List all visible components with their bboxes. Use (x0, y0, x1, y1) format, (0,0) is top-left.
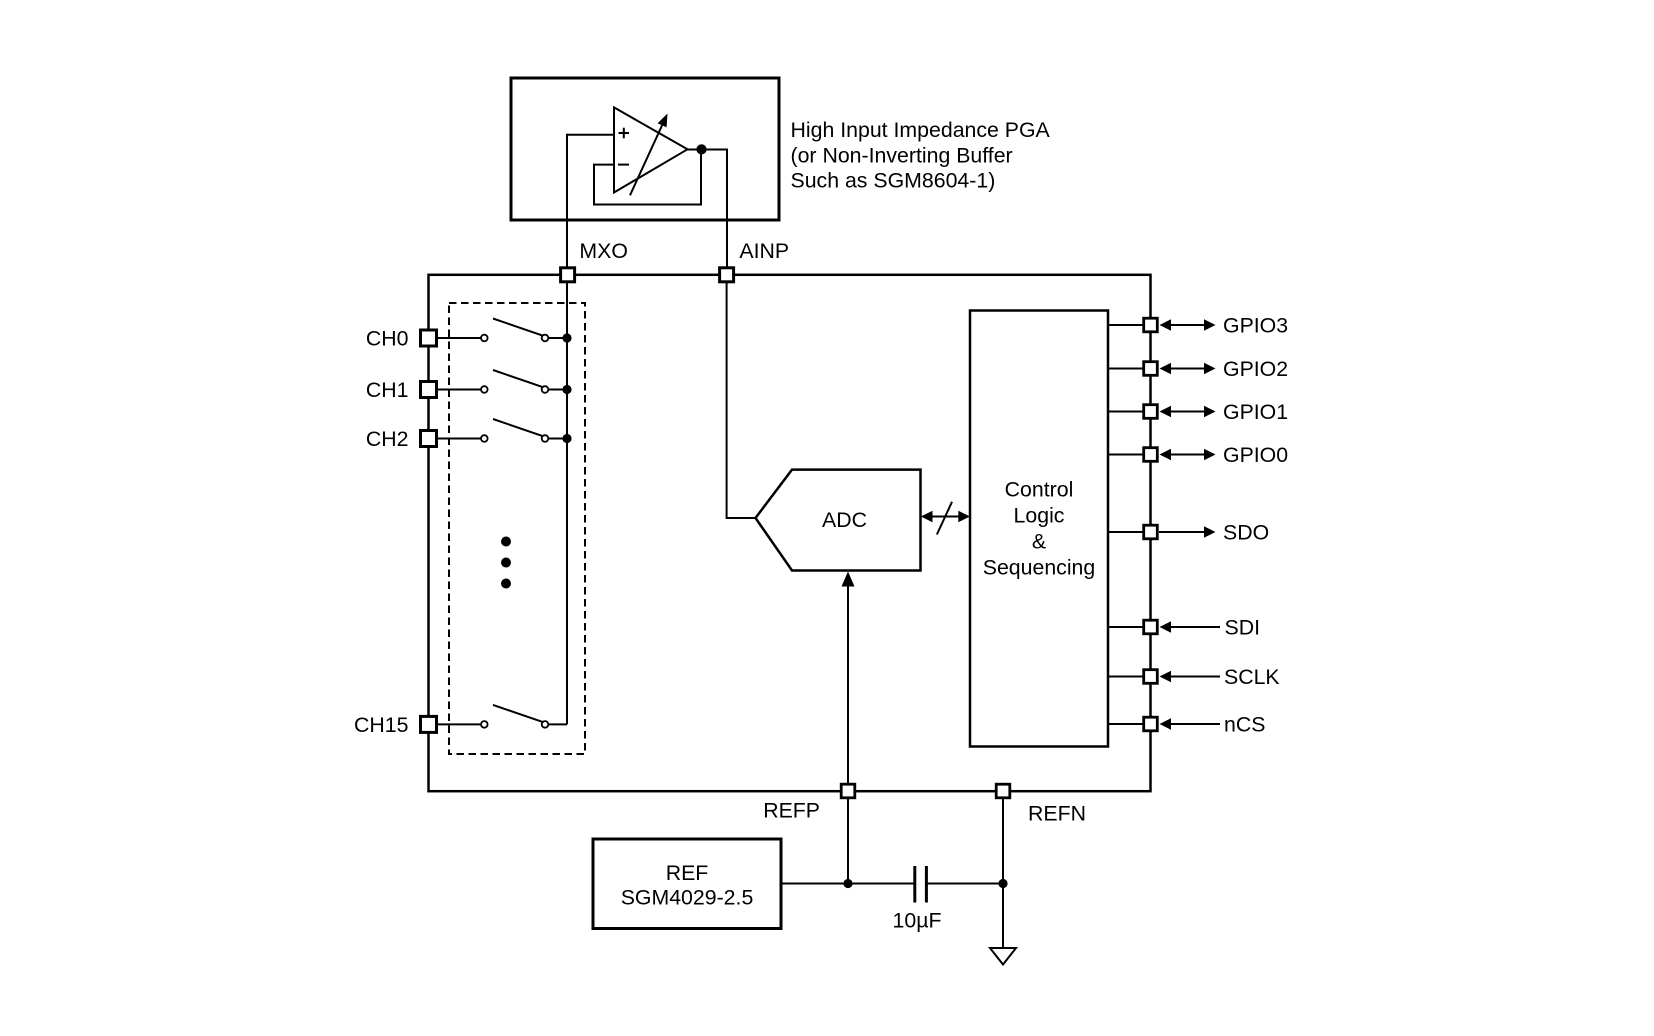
svg-text:10µF: 10µF (893, 909, 942, 933)
svg-text:SDO: SDO (1223, 521, 1269, 545)
svg-text:Control: Control (1005, 478, 1074, 502)
svg-text:Such as SGM8604-1): Such as SGM8604-1) (791, 169, 996, 193)
svg-text:nCS: nCS (1224, 713, 1265, 737)
svg-text:GPIO0: GPIO0 (1223, 443, 1288, 467)
svg-text:REFN: REFN (1028, 802, 1086, 826)
svg-text:MXO: MXO (579, 239, 628, 263)
svg-text:&: & (1032, 530, 1046, 554)
svg-text:ADC: ADC (822, 508, 867, 532)
svg-text:Logic: Logic (1014, 504, 1065, 528)
svg-text:CH15: CH15 (354, 713, 408, 737)
svg-text:SGM4029-2.5: SGM4029-2.5 (621, 886, 754, 910)
svg-text:GPIO1: GPIO1 (1223, 400, 1288, 424)
svg-text:GPIO2: GPIO2 (1223, 357, 1288, 381)
svg-text:SDI: SDI (1225, 616, 1261, 640)
svg-text:(or Non-Inverting Buffer: (or Non-Inverting Buffer (791, 143, 1013, 167)
svg-text:GPIO3: GPIO3 (1223, 314, 1288, 338)
svg-text:High Input Impedance PGA: High Input Impedance PGA (791, 118, 1051, 142)
svg-text:SCLK: SCLK (1224, 665, 1280, 689)
svg-text:CH2: CH2 (366, 427, 409, 451)
svg-text:AINP: AINP (739, 239, 789, 263)
svg-text:REF: REF (666, 861, 709, 885)
svg-text:REFP: REFP (763, 799, 820, 823)
svg-text:CH1: CH1 (366, 378, 409, 402)
svg-text:Sequencing: Sequencing (983, 556, 1096, 580)
svg-text:CH0: CH0 (366, 327, 409, 351)
